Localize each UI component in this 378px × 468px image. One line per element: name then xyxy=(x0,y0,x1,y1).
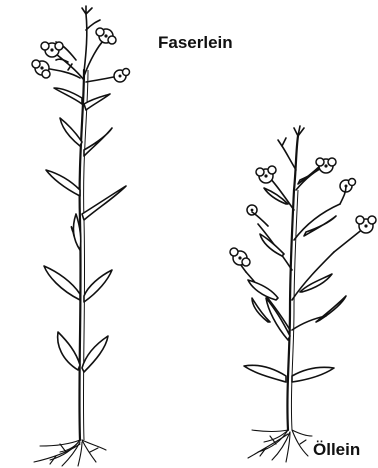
label-oil-flax: Öllein xyxy=(313,440,360,460)
oil-flax-plant xyxy=(230,126,376,462)
fiber-flax-plant xyxy=(32,6,130,466)
label-fiber-flax: Faserlein xyxy=(158,33,233,53)
